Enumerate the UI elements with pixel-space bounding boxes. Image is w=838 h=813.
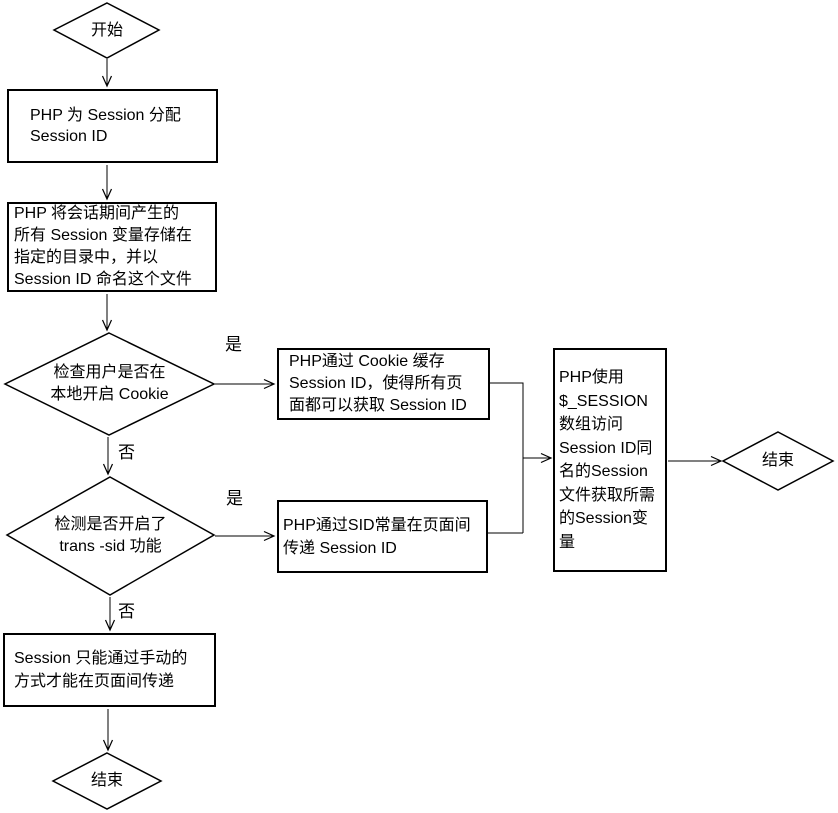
- decision-cookie-label: 检查用户是否在 本地开启 Cookie: [50, 364, 169, 403]
- end-bottom-diamond-shape: [51, 752, 163, 810]
- edge-label-cookie-yes: 是: [225, 335, 242, 354]
- process-store-session-vars-label: PHP 将会话期间产生的 所有 Session 变量存储在 指定的目录中，并以 …: [14, 205, 192, 288]
- decision-trans-sid-diamond-shape: [5, 476, 216, 596]
- process-manual-pass-label: Session 只能通过手动的 方式才能在页面间传递: [14, 650, 188, 690]
- edge-cache-out-connector: [490, 382, 524, 533]
- process-assign-session-id: PHP 为 Session 分配 Session ID: [7, 89, 218, 163]
- edge-label-cookie-no: 否: [118, 443, 135, 462]
- process-assign-session-id-label: PHP 为 Session 分配 Session ID: [30, 107, 181, 145]
- process-sid-pass: PHP通过SID常量在页面间 传递 Session ID: [277, 500, 488, 573]
- end-right-node-label: 结束: [761, 452, 794, 469]
- edge-label-trans-no: 否: [118, 602, 135, 621]
- process-sid-pass-label: PHP通过SID常量在页面间 传递 Session ID: [283, 516, 471, 557]
- end-bottom-node-label: 结束: [90, 772, 123, 789]
- end-right-diamond-shape: [721, 431, 835, 491]
- start-diamond-shape: [52, 2, 161, 59]
- process-cookie-cache-label: PHP通过 Cookie 缓存 Session ID，使得所有页 面都可以获取 …: [289, 353, 467, 414]
- decision-cookie-diamond-shape: [3, 332, 216, 436]
- process-use-session-array-label: PHP使用 $_SESSION 数组访问 Session ID同 名的Sessi…: [559, 369, 656, 551]
- start-node-label: 开始: [90, 21, 123, 39]
- decision-trans-sid-label: 检测是否开启了 trans -sid 功能: [54, 516, 167, 555]
- process-manual-pass: Session 只能通过手动的 方式才能在页面间传递: [3, 633, 216, 707]
- process-use-session-array: PHP使用 $_SESSION 数组访问 Session ID同 名的Sessi…: [553, 348, 667, 572]
- process-cookie-cache: PHP通过 Cookie 缓存 Session ID，使得所有页 面都可以获取 …: [277, 348, 490, 420]
- edge-label-trans-yes: 是: [226, 489, 243, 508]
- process-store-session-vars: PHP 将会话期间产生的 所有 Session 变量存储在 指定的目录中，并以 …: [7, 202, 217, 292]
